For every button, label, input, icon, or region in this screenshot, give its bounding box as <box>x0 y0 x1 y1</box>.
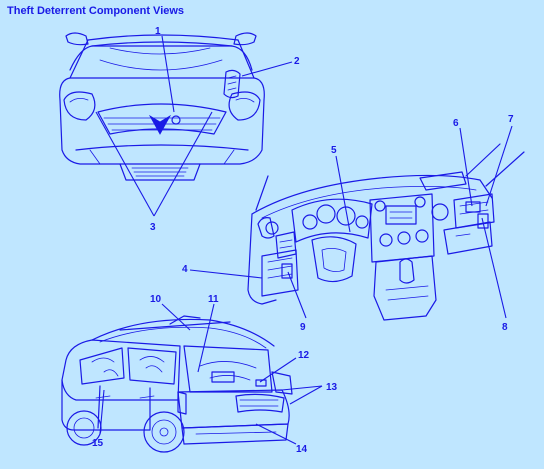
callout-13: 13 <box>326 382 338 393</box>
callout-10: 10 <box>150 294 162 305</box>
front-vehicle-view <box>59 32 265 181</box>
leader-lines <box>95 35 513 445</box>
callout-2: 2 <box>294 56 300 67</box>
callout-11: 11 <box>208 294 219 305</box>
callout-numbers: 1 2 3 4 5 6 7 8 9 10 11 12 13 14 15 <box>92 26 514 455</box>
callout-1: 1 <box>155 26 161 37</box>
callout-9: 9 <box>300 322 306 333</box>
rear-vehicle-view <box>61 315 293 453</box>
callout-7: 7 <box>508 114 514 125</box>
callout-8: 8 <box>502 322 508 333</box>
callout-6: 6 <box>453 118 459 129</box>
callout-14: 14 <box>296 444 308 455</box>
callout-4: 4 <box>182 264 188 275</box>
diagram-title: Theft Deterrent Component Views <box>7 5 185 17</box>
instrument-panel-view <box>247 143 525 321</box>
callout-15: 15 <box>92 438 104 449</box>
callout-12: 12 <box>298 350 310 361</box>
callout-3: 3 <box>150 222 156 233</box>
callout-5: 5 <box>331 145 337 156</box>
